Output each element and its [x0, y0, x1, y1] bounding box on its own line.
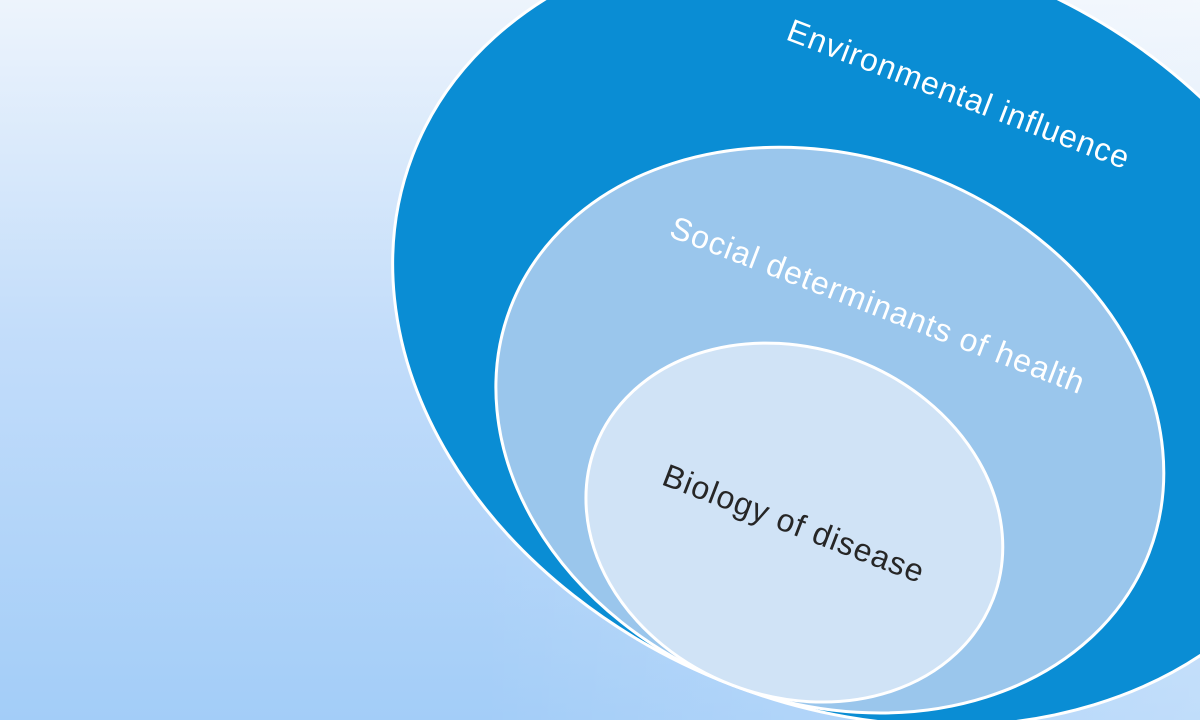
inner-ellipse-biology-of-disease: [584, 341, 1005, 704]
